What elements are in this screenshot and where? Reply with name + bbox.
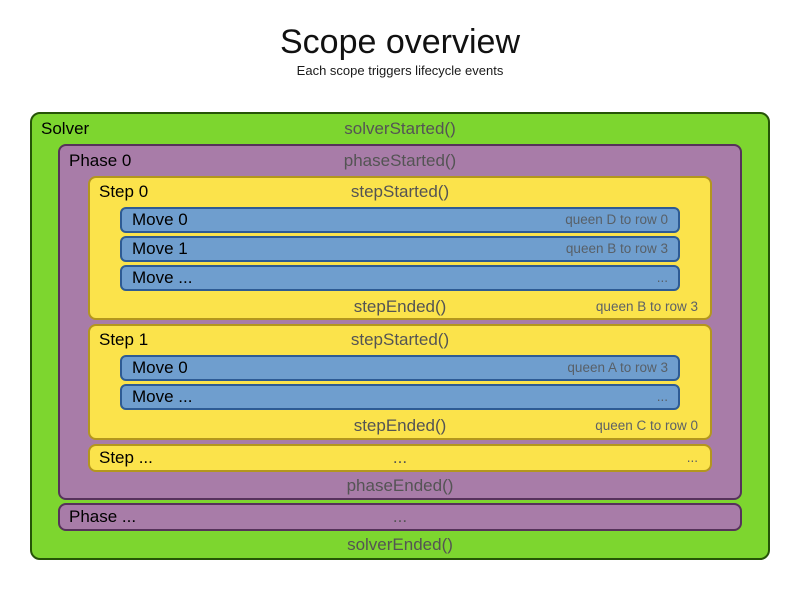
- move-box: Move 0 queen A to row 3: [120, 355, 680, 381]
- phase-label: Phase 0: [69, 151, 132, 170]
- move-annotation: ...: [656, 389, 668, 404]
- phase-0-footer: phaseEnded(): [60, 472, 740, 501]
- step-0-footer: stepEnded() queen B to row 3: [90, 294, 710, 321]
- solver-header: Solver solverStarted(): [32, 114, 768, 144]
- more-steps-row: Step ... ... ...: [90, 446, 710, 470]
- step-ended-annotation: queen C to row 0: [595, 418, 698, 433]
- move-box: Move ... ...: [120, 384, 680, 410]
- more-phases-box: Phase ... ...: [58, 503, 742, 531]
- step-1-footer: stepEnded() queen C to row 0: [90, 413, 710, 440]
- more-phases-ellipsis: ...: [392, 507, 408, 526]
- diagram-page: Scope overview Each scope triggers lifec…: [0, 22, 800, 560]
- step-1-header: Step 1 stepStarted(): [90, 326, 710, 355]
- move-box: Move ... ...: [120, 265, 680, 291]
- step-started-event: stepStarted(): [350, 182, 450, 201]
- move-annotation: queen B to row 3: [565, 241, 668, 256]
- solver-footer: solverEnded(): [32, 531, 768, 559]
- phase-0-header: Phase 0 phaseStarted(): [60, 146, 740, 176]
- step-ended-annotation: queen B to row 3: [595, 299, 698, 314]
- more-phases-row: Phase ... ...: [60, 505, 740, 529]
- page-title: Scope overview: [279, 23, 520, 61]
- move-label: Move ...: [132, 387, 193, 406]
- move-label: Move ...: [132, 268, 193, 287]
- step-1-scope-box: Step 1 stepStarted() Move 0 queen A to r…: [88, 324, 712, 440]
- solver-label: Solver: [41, 119, 90, 138]
- step-0-header: Step 0 stepStarted(): [90, 178, 710, 207]
- move-label: Move 0: [132, 210, 188, 229]
- page-subtitle: Each scope triggers lifecycle events: [296, 63, 504, 78]
- more-steps-right-ellipsis: ...: [686, 450, 698, 465]
- move-annotation: queen A to row 3: [567, 360, 668, 375]
- phase-0-scope-box: Phase 0 phaseStarted() Step 0 stepStarte…: [58, 144, 742, 500]
- step-ended-event: stepEnded(): [353, 416, 447, 435]
- step-label: Step 1: [99, 330, 149, 349]
- more-steps-box: Step ... ... ...: [88, 444, 712, 472]
- move-box: Move 1 queen B to row 3: [120, 236, 680, 262]
- move-annotation: queen D to row 0: [565, 212, 668, 227]
- move-label: Move 0: [132, 358, 188, 377]
- more-steps-ellipsis: ...: [392, 448, 408, 467]
- phase-ended-event: phaseEnded(): [346, 476, 454, 495]
- step-0-scope-box: Step 0 stepStarted() Move 0 queen D to r…: [88, 176, 712, 320]
- step-ended-event: stepEnded(): [353, 297, 447, 316]
- solver-ended-event: solverEnded(): [347, 535, 453, 554]
- phase-started-event: phaseStarted(): [343, 151, 457, 170]
- more-steps-label: Step ...: [99, 448, 153, 467]
- more-phases-label: Phase ...: [69, 507, 137, 526]
- solver-scope-box: Solver solverStarted() Phase 0 phaseStar…: [30, 112, 770, 560]
- step-started-event: stepStarted(): [350, 330, 450, 349]
- step-label: Step 0: [99, 182, 149, 201]
- solver-started-event: solverStarted(): [344, 119, 456, 138]
- move-annotation: ...: [656, 270, 668, 285]
- move-box: Move 0 queen D to row 0: [120, 207, 680, 233]
- move-label: Move 1: [132, 239, 188, 258]
